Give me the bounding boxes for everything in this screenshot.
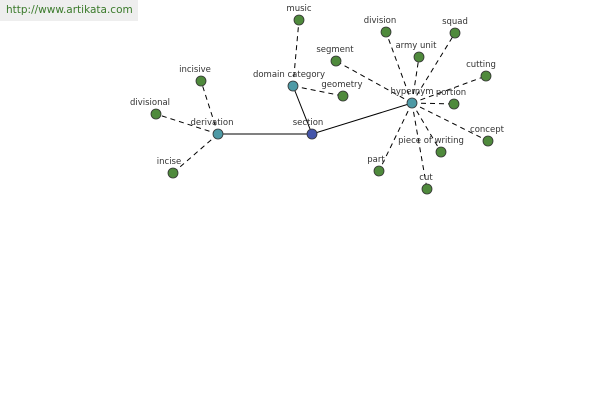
edge-hypernym-segment [335,60,413,104]
node-label[interactable]: cut [419,173,433,183]
node-marker[interactable] [373,165,385,177]
node-marker[interactable] [150,108,162,120]
node-marker[interactable] [480,70,492,82]
edge-hypernym-division [385,31,413,104]
node-marker[interactable] [306,128,318,140]
node-division[interactable]: division [364,16,397,38]
edge-hypernym-cut [411,102,428,190]
edge-hypernym-portion [411,102,455,105]
node-marker[interactable] [435,146,447,158]
edge-hypernym-cutting [411,75,487,104]
node-geometry[interactable]: geometry [321,80,363,102]
node-label[interactable]: derivation [190,118,233,128]
node-label[interactable]: incisive [179,65,211,75]
node-label[interactable]: army unit [395,41,437,51]
edge-hypernym-section [311,102,413,135]
node-concept[interactable]: concept [470,125,505,147]
edge-domain_category-music [292,19,300,87]
node-label[interactable]: incise [157,157,181,167]
node-label[interactable]: segment [316,45,354,55]
node-marker[interactable] [167,167,179,179]
node-piece-of-writing[interactable]: piece of writing [398,136,464,158]
source-link-bar: http://www.artikata.com [0,0,138,21]
edge-derivation-divisional [155,113,219,135]
edge-hypernym-piece_of_writing [411,102,442,153]
node-marker[interactable] [380,26,392,38]
node-marker[interactable] [195,75,207,87]
node-army-unit[interactable]: army unit [395,41,437,63]
node-hypernym[interactable]: hypernym [390,87,434,109]
node-domain-category[interactable]: domain category [253,70,325,92]
node-segment[interactable]: segment [316,45,354,67]
node-marker[interactable] [421,183,433,195]
node-incisive[interactable]: incisive [179,65,211,87]
node-label[interactable]: concept [470,125,505,135]
node-marker[interactable] [212,128,224,140]
graph-nodes: section derivation domain category hypernym… [130,4,505,195]
node-label[interactable]: piece of writing [398,136,464,146]
node-label[interactable]: music [286,4,311,14]
edge-derivation-incise [172,133,219,174]
node-label[interactable]: domain category [253,70,325,80]
node-label[interactable]: portion [436,88,466,98]
node-portion[interactable]: portion [436,88,466,110]
node-derivation[interactable]: derivation [190,118,234,140]
node-marker[interactable] [449,27,461,39]
node-section[interactable]: section [293,118,324,140]
node-marker[interactable] [287,80,299,92]
node-marker[interactable] [448,98,460,110]
node-part[interactable]: part [367,155,385,177]
node-divisional[interactable]: divisional [130,98,170,120]
node-incise[interactable]: incise [157,157,181,179]
node-marker[interactable] [406,97,418,109]
node-label[interactable]: part [367,155,385,165]
node-label[interactable]: divisional [130,98,170,108]
edge-hypernym-army_unit [411,56,420,104]
node-cut[interactable]: cut [419,173,433,195]
node-marker[interactable] [330,55,342,67]
node-cutting[interactable]: cutting [466,60,496,82]
graph-edges [155,19,489,190]
edge-domain_category-section [292,85,313,135]
node-label[interactable]: division [364,16,397,26]
node-marker[interactable] [482,135,494,147]
edge-hypernym-squad [411,32,456,104]
node-label[interactable]: cutting [466,60,496,70]
edge-derivation-incisive [200,80,219,135]
node-marker[interactable] [337,90,349,102]
node-label[interactable]: hypernym [390,87,433,97]
node-music[interactable]: music [286,4,312,26]
node-label[interactable]: squad [442,17,468,27]
edge-hypernym-part [378,102,413,172]
source-link[interactable]: http://www.artikata.com [6,4,133,16]
node-marker[interactable] [413,51,425,63]
node-label[interactable]: geometry [321,80,362,90]
node-marker[interactable] [293,14,305,26]
node-label[interactable]: section [293,118,324,128]
node-squad[interactable]: squad [442,17,468,39]
